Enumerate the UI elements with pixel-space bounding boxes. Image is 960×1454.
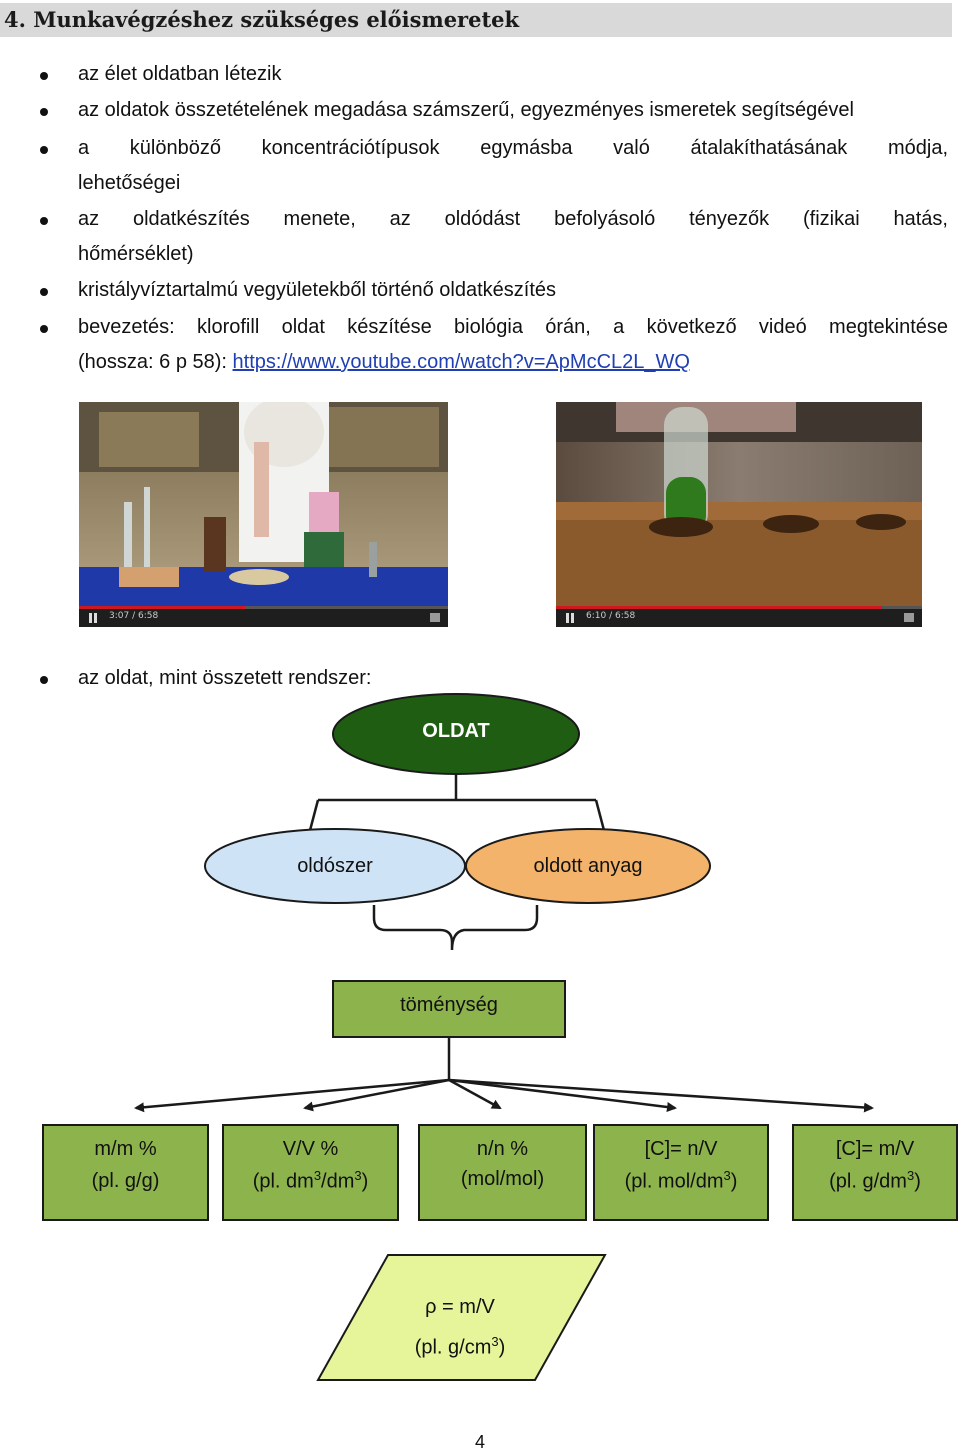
pause-icon[interactable] xyxy=(89,613,97,623)
pause-icon[interactable] xyxy=(566,613,574,623)
density-formula: ρ = m/V xyxy=(425,1296,495,1318)
page-number: 4 xyxy=(474,1432,485,1452)
list-item: bevezetés: klorofill oldat készítése bio… xyxy=(40,310,948,380)
video-still-lab[interactable]: 3:07 / 6:58 xyxy=(79,402,448,627)
type-arrows xyxy=(134,1037,874,1113)
fullscreen-icon[interactable] xyxy=(430,613,440,622)
concentration-node xyxy=(332,980,566,1038)
bullet-icon xyxy=(40,72,48,80)
bullet-icon xyxy=(40,325,48,333)
list-item: az oldatkészítés menete, az oldódást bef… xyxy=(40,202,948,272)
video-controls: 3:07 / 6:58 xyxy=(79,609,448,627)
concentration-label: töménység xyxy=(400,994,498,1016)
brace-connector xyxy=(372,905,539,951)
fullscreen-icon[interactable] xyxy=(904,613,914,622)
list-item: kristályvíztartalmú vegyületekből történ… xyxy=(40,273,948,308)
video-controls: 6:10 / 6:58 xyxy=(556,609,922,627)
list-item: a különböző koncentrációtípusok egymásba… xyxy=(40,131,948,201)
type-box-molarity: [C]= n/V (pl. mol/dm3) xyxy=(593,1124,769,1221)
section-heading: 4. Munkavégzéshez szükséges előismeretek xyxy=(0,3,952,37)
bullet-icon xyxy=(40,288,48,296)
density-example: (pl. g/cm3) xyxy=(414,1334,506,1359)
video-progress[interactable] xyxy=(79,606,246,609)
solvent-label: oldószer xyxy=(297,855,373,877)
root-arrows xyxy=(305,774,609,840)
video-progress[interactable] xyxy=(556,606,882,609)
bullet-icon xyxy=(40,676,48,684)
type-box-mass: m/m % (pl. g/g) xyxy=(42,1124,209,1221)
solute-node xyxy=(465,828,711,904)
list-item: az élet oldatban létezik xyxy=(40,57,948,92)
list-item: az oldatok összetételének megadása száms… xyxy=(40,93,948,128)
list-item: az oldat, mint összetett rendszer: xyxy=(40,661,948,696)
video-link[interactable]: https://www.youtube.com/watch?v=ApMcCL2L… xyxy=(232,351,690,373)
type-box-mass-concentration: [C]= m/V (pl. g/dm3) xyxy=(792,1124,958,1221)
solute-label: oldott anyag xyxy=(533,855,643,877)
bullet-icon xyxy=(40,108,48,116)
density-node xyxy=(316,1254,607,1381)
type-box-mole: n/n % (mol/mol) xyxy=(418,1124,587,1221)
tube-photo xyxy=(556,402,922,627)
lab-photo xyxy=(79,402,448,627)
video-still-tube[interactable]: 6:10 / 6:58 xyxy=(556,402,922,627)
bullet-icon xyxy=(40,217,48,225)
bullet-icon xyxy=(40,146,48,154)
concept-diagram xyxy=(134,693,874,1381)
type-box-volume: V/V % (pl. dm3/dm3) xyxy=(222,1124,399,1221)
root-label: OLDAT xyxy=(422,720,490,742)
